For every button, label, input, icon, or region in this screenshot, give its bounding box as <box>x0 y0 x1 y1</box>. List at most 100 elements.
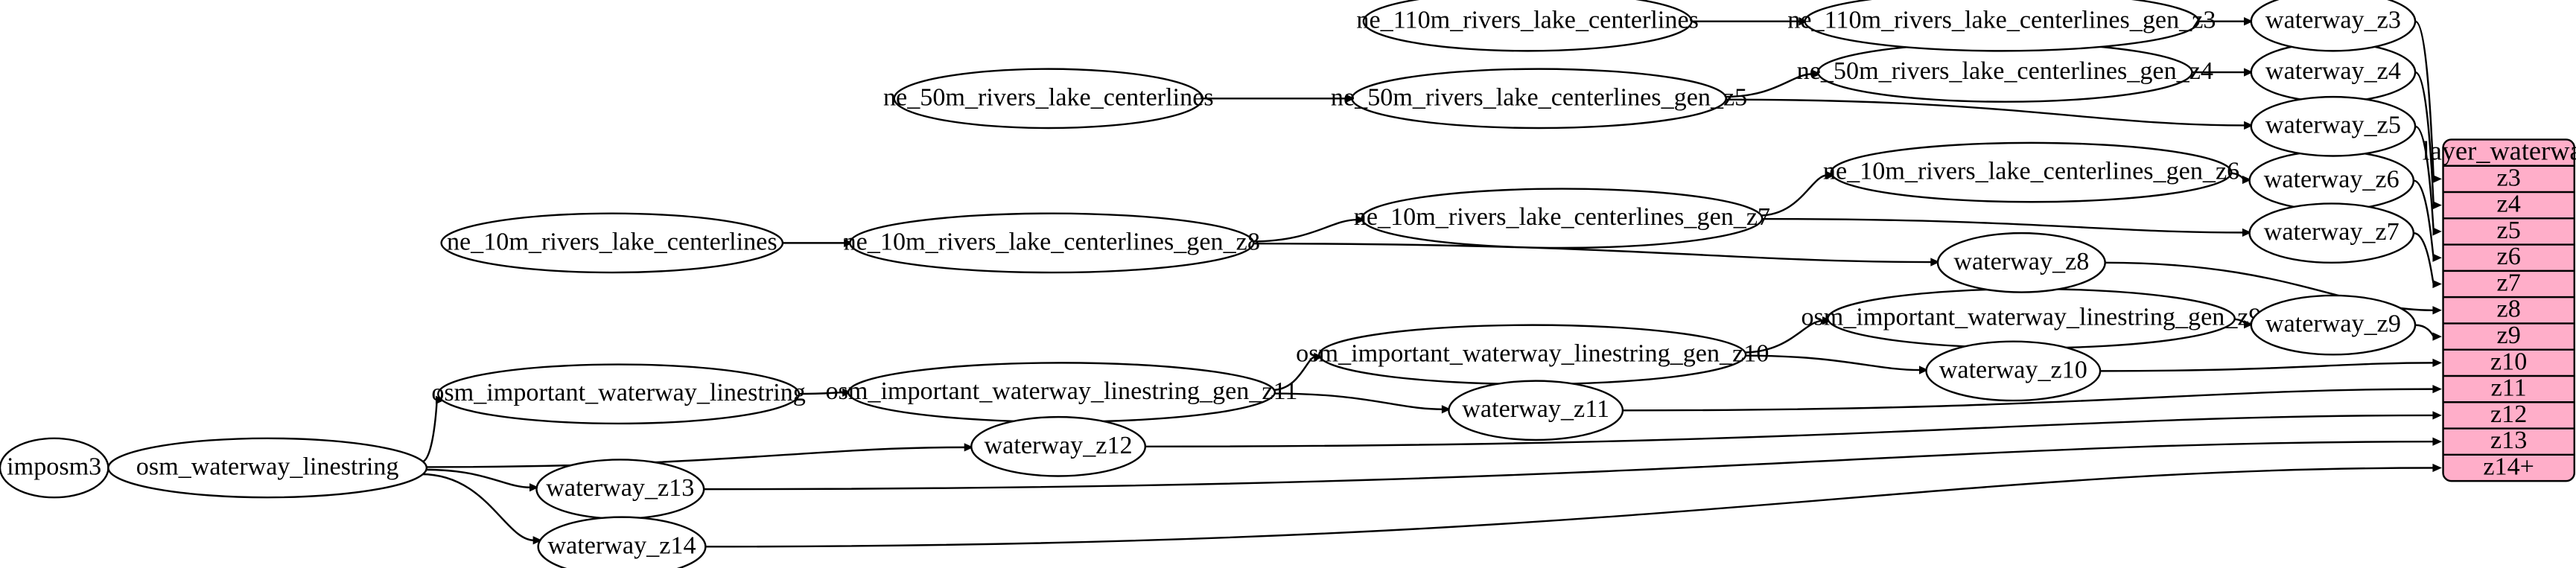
edge-arrowhead <box>1812 69 1822 78</box>
node-shape <box>2250 0 2417 52</box>
edge-line <box>704 440 2434 491</box>
edge-arrowhead <box>1822 316 1832 325</box>
node-imposm3[interactable]: imposm3 <box>0 437 109 499</box>
edge-arrowhead <box>842 388 852 397</box>
edge-arrowhead <box>2432 332 2442 341</box>
node-shape <box>1362 0 1693 52</box>
node-shape <box>1925 340 2102 402</box>
node-waterway_z7[interactable]: waterway_z7 <box>2248 202 2415 264</box>
edge-arrowhead <box>1930 258 1940 267</box>
edge-line <box>2415 324 2435 338</box>
edge-osm_important_waterway_linestring_gen_z11--to--osm_important_waterway_linestring_gen_z10 <box>1272 352 1323 392</box>
edge-arrowhead <box>2432 437 2442 446</box>
node-shape <box>2248 202 2415 264</box>
edge-arrowhead <box>2432 253 2442 262</box>
edge-ne_50m_rivers_lake_centerlines_gen_z5--to--ne_50m_rivers_lake_centerlines_gen_z4 <box>1723 69 1822 98</box>
node-ne_110m_rivers_lake_centerlines_gen_z3[interactable]: ne_110m_rivers_lake_centerlines_gen_z3 <box>1787 0 2216 52</box>
node-ne_10m_rivers_lake_centerlines_gen_z8[interactable]: ne_10m_rivers_lake_centerlines_gen_z8 <box>844 212 1260 274</box>
node-osm_waterway_linestring[interactable]: osm_waterway_linestring <box>107 437 428 499</box>
node-ne_50m_rivers_lake_centerlines[interactable]: ne_50m_rivers_lake_centerlines <box>883 68 1214 130</box>
edge-line <box>1760 217 2244 234</box>
edge-line <box>1251 242 1932 264</box>
edge-arrowhead <box>2432 463 2442 473</box>
edge-osm_important_waterway_linestring_gen_z10--to--waterway_z10 <box>1743 354 1929 374</box>
node-shape <box>1827 287 2236 349</box>
edge-osm_waterway_linestring--to--osm_important_waterway_linestring <box>421 395 445 463</box>
node-ne_10m_rivers_lake_centerlines_gen_z7[interactable]: ne_10m_rivers_lake_centerlines_gen_z7 <box>1354 188 1770 249</box>
node-shape <box>1830 141 2233 203</box>
node-ne_10m_rivers_lake_centerlines[interactable]: ne_10m_rivers_lake_centerlines <box>440 212 784 274</box>
node-ne_50m_rivers_lake_centerlines_gen_z5[interactable]: ne_50m_rivers_lake_centerlines_gen_z5 <box>1331 68 1747 130</box>
node-waterway_z13[interactable]: waterway_z13 <box>535 459 705 520</box>
node-shape <box>847 362 1276 423</box>
edge-arrowhead <box>2244 320 2254 329</box>
node-waterway_z5[interactable]: waterway_z5 <box>2250 95 2417 157</box>
edge-arrowhead <box>2244 121 2254 130</box>
edge-line <box>1724 98 2245 127</box>
edge-ne_110m_rivers_lake_centerlines--to--ne_110m_rivers_lake_centerlines_gen_z3 <box>1690 17 1808 26</box>
edge-waterway_z5--to--layer_waterway-z5 <box>2414 125 2442 236</box>
edge-osm_important_waterway_linestring--to--osm_important_waterway_linestring_gen_z11 <box>797 388 852 397</box>
node-shape <box>2250 95 2417 157</box>
record-body <box>2442 138 2576 482</box>
node-ne_10m_rivers_lake_centerlines_gen_z6[interactable]: ne_10m_rivers_lake_centerlines_gen_z6 <box>1823 141 2239 203</box>
node-waterway_z10[interactable]: waterway_z10 <box>1925 340 2102 402</box>
edge-line <box>1272 392 1443 411</box>
node-shape <box>2250 294 2417 356</box>
edge-osm_waterway_linestring--to--waterway_z12 <box>424 443 974 468</box>
edge-line <box>2414 71 2435 206</box>
edge-osm_waterway_linestring--to--waterway_z14 <box>421 473 543 545</box>
edge-arrowhead <box>2244 68 2254 77</box>
edge-arrowhead <box>2242 228 2252 237</box>
record-layer_waterway[interactable]: layer_waterwayz3z4z5z6z7z8z9z10z11z12z13… <box>2423 136 2576 482</box>
edge-arrowhead <box>1825 170 1836 180</box>
node-osm_important_waterway_linestring_gen_z11[interactable]: osm_important_waterway_linestring_gen_z1… <box>825 362 1297 423</box>
edge-arrowhead <box>1314 352 1323 362</box>
node-shape <box>437 363 801 425</box>
node-osm_important_waterway_linestring[interactable]: osm_important_waterway_linestring <box>431 363 806 425</box>
edge-arrowhead <box>2432 279 2442 289</box>
node-waterway_z14[interactable]: waterway_z14 <box>537 516 707 568</box>
node-ne_110m_rivers_lake_centerlines[interactable]: ne_110m_rivers_lake_centerlines <box>1356 0 1699 52</box>
edge-osm_important_waterway_linestring_gen_z11--to--waterway_z11 <box>1272 392 1451 414</box>
edge-waterway_z6--to--layer_waterway-z6 <box>2413 179 2442 262</box>
node-shape <box>535 459 705 520</box>
edge-ne_50m_rivers_lake_centerlines_gen_z4--to--waterway_z4 <box>2189 68 2254 77</box>
node-osm_important_waterway_linestring_gen_z10[interactable]: osm_important_waterway_linestring_gen_z1… <box>1296 324 1769 386</box>
edge-waterway_z9--to--layer_waterway-z9 <box>2415 324 2442 341</box>
edges-layer <box>101 17 2442 548</box>
node-shape <box>1936 232 2106 293</box>
node-waterway_z6[interactable]: waterway_z6 <box>2248 150 2415 211</box>
edge-line <box>1145 414 2434 448</box>
edge-ne_10m_rivers_lake_centerlines_gen_z8--to--waterway_z8 <box>1251 242 1940 267</box>
edge-line <box>1723 73 1813 98</box>
edge-arrowhead <box>1918 366 1929 374</box>
node-shape <box>107 437 428 499</box>
edge-arrowhead <box>2432 306 2442 315</box>
edge-arrowhead <box>844 238 853 248</box>
edge-arrowhead <box>1799 17 1808 26</box>
node-waterway_z3[interactable]: waterway_z3 <box>2250 0 2417 52</box>
edge-arrowhead <box>1355 215 1366 224</box>
edge-line <box>424 468 531 488</box>
edge-line <box>1743 354 1921 371</box>
node-shape <box>893 68 1204 130</box>
node-waterway_z8[interactable]: waterway_z8 <box>1936 232 2106 293</box>
edge-arrowhead <box>2242 175 2252 185</box>
edge-line <box>2414 125 2435 233</box>
edge-waterway_z14--to--layer_waterway-z14+ <box>705 463 2442 548</box>
node-waterway_z12[interactable]: waterway_z12 <box>970 415 1147 477</box>
edge-arrowhead <box>2432 200 2442 210</box>
node-shape <box>970 415 1147 477</box>
node-waterway_z11[interactable]: waterway_z11 <box>1448 380 1624 441</box>
edge-line <box>1759 174 1828 217</box>
edge-ne_10m_rivers_lake_centerlines_gen_z7--to--ne_10m_rivers_lake_centerlines_gen_z6 <box>1759 170 1836 217</box>
node-waterway_z9[interactable]: waterway_z9 <box>2250 294 2417 356</box>
edge-waterway_z7--to--layer_waterway-z7 <box>2413 232 2442 289</box>
edge-arrowhead <box>2432 384 2442 394</box>
node-osm_important_waterway_linestring_gen_z9[interactable]: osm_important_waterway_linestring_gen_z9 <box>1801 287 2262 349</box>
edge-ne_10m_rivers_lake_centerlines_gen_z8--to--ne_10m_rivers_lake_centerlines_gen_z7 <box>1251 215 1366 243</box>
edge-line <box>1622 388 2434 412</box>
